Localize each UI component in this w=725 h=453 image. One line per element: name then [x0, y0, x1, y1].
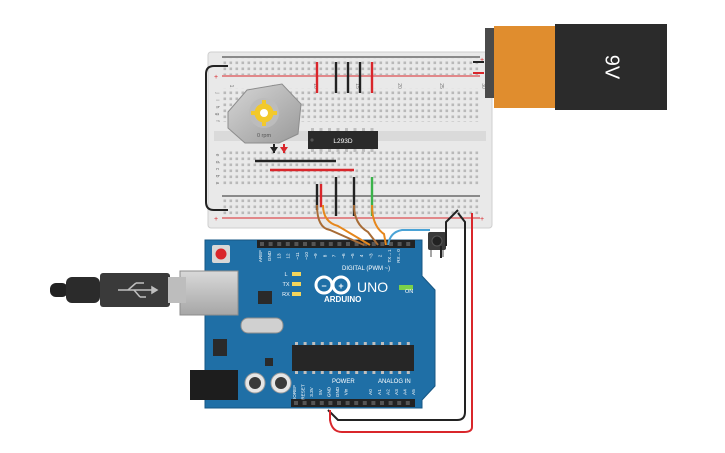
crystal — [240, 317, 284, 334]
gear-icon — [251, 100, 277, 126]
breadboard-row-label: a — [214, 182, 220, 185]
breadboard-row-label: d — [214, 161, 220, 164]
digital-pin-label: 2 — [378, 254, 383, 257]
signal-wires — [316, 204, 473, 433]
digital-pin-label: ~10 — [304, 252, 309, 260]
motor-leads — [270, 144, 288, 153]
digital-header — [257, 240, 415, 248]
led-label: TX — [282, 282, 289, 288]
breadboard-row-label: f — [214, 120, 220, 122]
usb-icon — [118, 282, 159, 298]
power-pin-label: A3 — [394, 389, 399, 395]
power-pin-label: GND — [335, 386, 340, 397]
dc-motor[interactable]: 0 rpm — [227, 83, 302, 144]
digital-pin-label: AREF — [258, 250, 263, 262]
chip-label: L293D — [333, 138, 352, 145]
breadboard-column-label: 15 — [354, 83, 360, 89]
power-pin-label: 3.3V — [309, 386, 314, 396]
power-jack — [190, 370, 238, 400]
power-pin-label: GND — [326, 386, 331, 397]
status-led — [292, 292, 301, 296]
svg-text:+: + — [214, 74, 218, 81]
svg-text:+: + — [214, 216, 218, 223]
power-pin-label: A1 — [377, 389, 382, 395]
digital-pin-label: GND — [267, 250, 272, 261]
status-led — [292, 272, 301, 276]
breadboard-row-label: e — [214, 154, 220, 157]
power-pin-label: Vin — [344, 388, 349, 395]
battery-terminal-block — [485, 28, 496, 98]
rail-jumper-wire — [205, 65, 228, 211]
breadboard-column-label: 30 — [480, 83, 486, 89]
analog-label: ANALOG IN — [378, 379, 411, 385]
power-label: POWER — [332, 379, 355, 385]
breadboard-row-labels-bottom: e d c b a — [214, 154, 220, 185]
breadboard-column-label: 10 — [312, 83, 318, 89]
arduino-uno[interactable]: − + ARDUINO UNO ON L TX RX DIGITAL (PWM ~)… — [179, 239, 436, 409]
breadboard-row-label: h — [214, 106, 220, 109]
arduino-logo: − + — [314, 275, 351, 295]
push-button[interactable] — [428, 232, 446, 257]
breadboard-row-labels-top: j i h g f — [214, 91, 220, 122]
led-label: RX — [282, 292, 290, 298]
breadboard-column-label: 1 — [228, 85, 234, 88]
l293d-chip[interactable]: L293D — [308, 128, 378, 152]
digital-pin-label: TX→1 — [387, 249, 392, 262]
usb-socket — [179, 270, 239, 316]
power-pin-label: A2 — [385, 389, 390, 395]
motor-speed-label: 0 rpm — [257, 133, 271, 139]
power-pin-label: A4 — [403, 389, 408, 395]
breadboard-row-label: i — [214, 99, 220, 100]
breadboard-row-label: c — [214, 168, 220, 171]
power-led — [399, 285, 413, 290]
svg-text:+: + — [480, 57, 484, 64]
breadboard-row-label: g — [214, 113, 220, 116]
digital-pin-label: ~3 — [368, 253, 373, 259]
digital-pin-label: 7 — [332, 254, 337, 257]
power-pin-label: A5 — [411, 389, 416, 395]
status-led — [292, 282, 301, 286]
power-pin-label: RESET — [301, 384, 306, 400]
svg-text:+: + — [480, 216, 484, 223]
digital-pin-label: 13 — [276, 253, 281, 259]
svg-text:+: + — [338, 281, 343, 291]
power-pin-label: A0 — [368, 389, 373, 395]
digital-pin-label: ~6 — [341, 253, 346, 259]
microcontroller-chip — [292, 345, 414, 371]
breadboard-column-label: 25 — [438, 83, 444, 89]
digital-pin-label: 12 — [286, 253, 291, 259]
breadboard-column-label: 20 — [396, 83, 402, 89]
power-pin-label: IOREF — [292, 385, 297, 399]
breadboard-row-label: b — [214, 175, 220, 178]
digital-pin-label: 4 — [359, 254, 364, 257]
power-pin-label: 5V — [318, 388, 323, 395]
on-label: ON — [405, 289, 413, 295]
digital-label: DIGITAL (PWM ~) — [342, 266, 390, 272]
svg-text:−: − — [321, 281, 326, 291]
model-label: UNO — [357, 279, 388, 295]
battery-label: 9V — [601, 55, 623, 80]
brand-label: ARDUINO — [324, 295, 361, 304]
led-label: L — [284, 272, 287, 278]
digital-pin-label: RX←0 — [396, 249, 401, 263]
digital-pin-label: ~9 — [313, 253, 318, 259]
breadboard-row-label: j — [214, 91, 220, 93]
power-analog-header — [291, 399, 415, 407]
digital-pin-label: ~11 — [295, 252, 300, 260]
digital-pin-label: 8 — [322, 254, 327, 257]
digital-pin-label: ~5 — [350, 253, 355, 259]
battery-9v[interactable]: 9V — [485, 24, 667, 110]
usb-cable — [50, 273, 186, 307]
